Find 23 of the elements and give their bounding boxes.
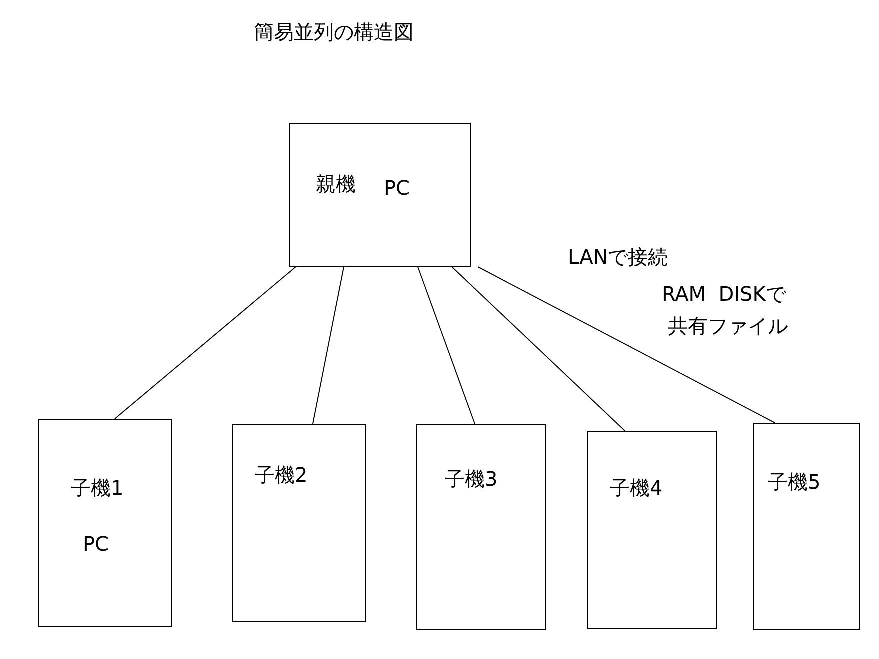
computer-box (289, 123, 471, 267)
diagram-title: 簡易並列の構造図 (254, 22, 414, 42)
computer-box (232, 424, 366, 622)
node-label: 子機1 (71, 478, 124, 498)
computer-box (587, 431, 717, 629)
node-label: PC (83, 534, 110, 554)
node-label: PC (384, 178, 410, 198)
computer-box (753, 423, 860, 630)
node-label: 子機4 (610, 478, 663, 498)
connector-line (478, 266, 776, 424)
node-label: 子機5 (768, 472, 821, 492)
connector-line (418, 266, 476, 424)
note-text: LANで接続 (568, 247, 668, 267)
computer-box (38, 419, 172, 627)
note-text: RAM DISKで (662, 284, 786, 304)
connector-line (114, 266, 296, 420)
connector-line (452, 266, 626, 432)
note-text: 共有ファイル (668, 316, 788, 336)
connector-line (312, 266, 344, 424)
computer-box (416, 424, 546, 630)
node-label: 子機3 (445, 469, 498, 489)
node-label: 子機2 (255, 465, 308, 485)
node-label: 親機 (316, 174, 356, 194)
